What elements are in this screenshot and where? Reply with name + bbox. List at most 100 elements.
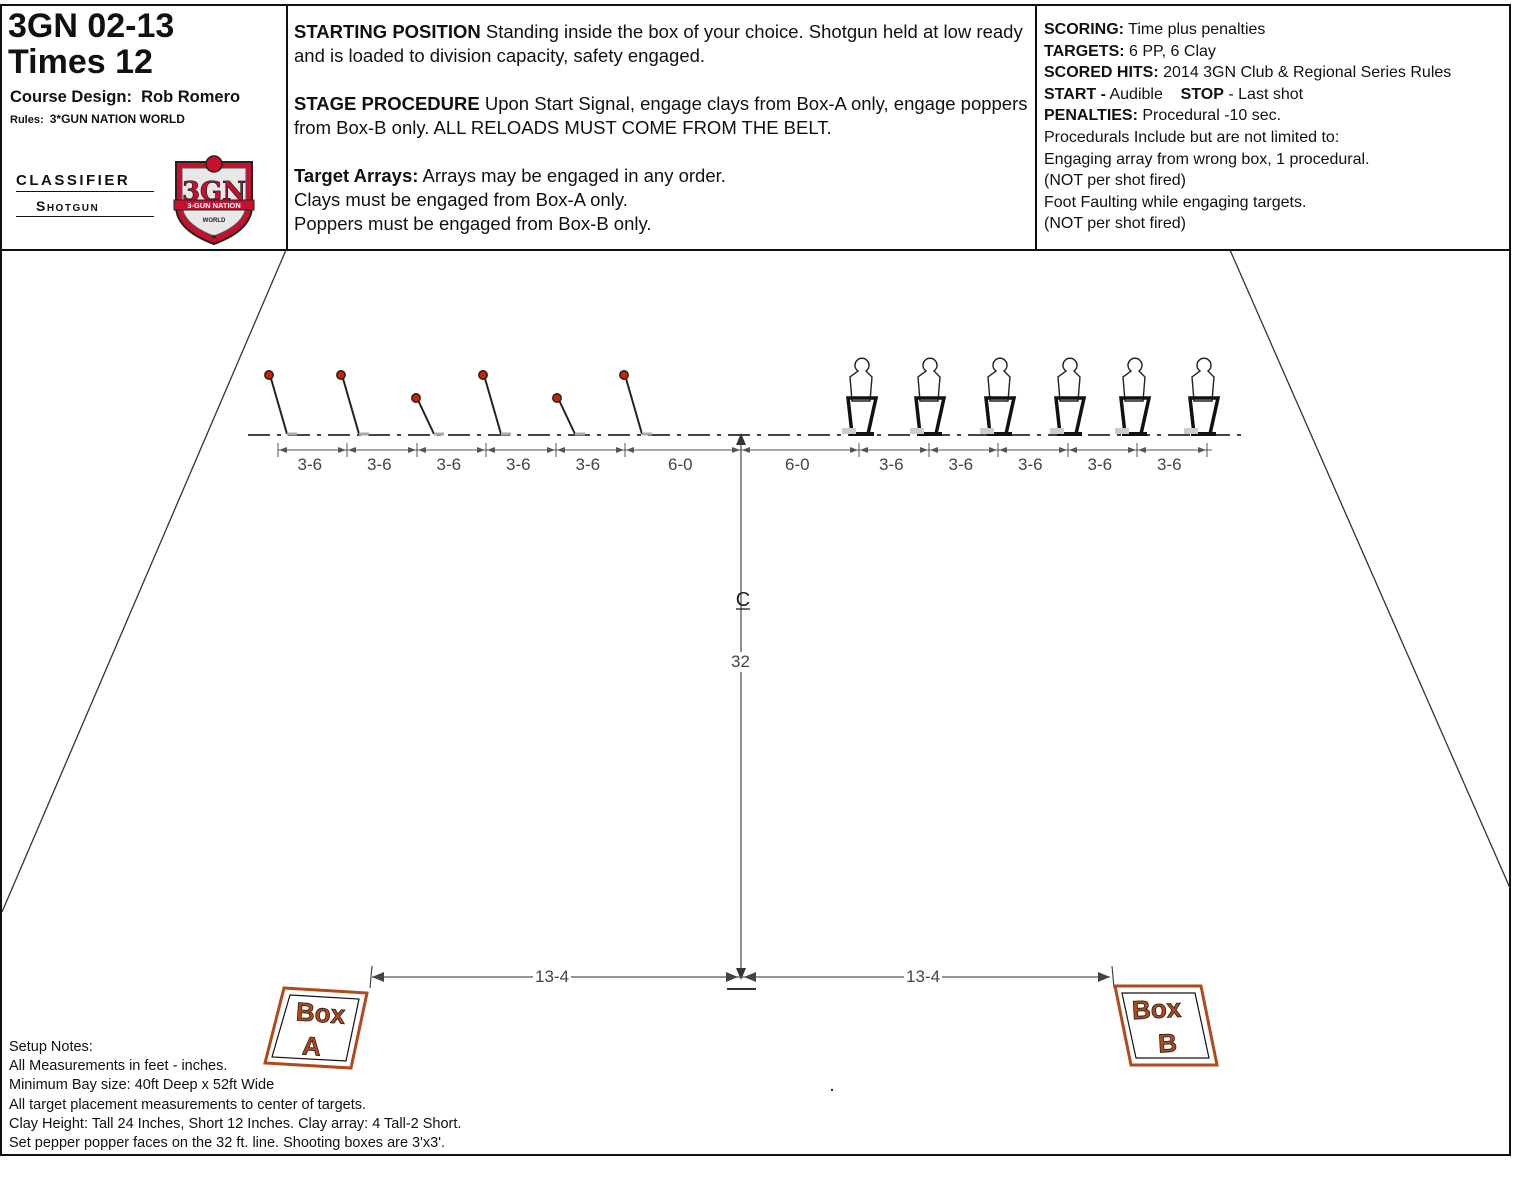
spacing-arrow-icon xyxy=(1128,447,1136,453)
clay-target xyxy=(552,393,585,436)
scoring-label: SCORING: xyxy=(1044,21,1124,38)
offset-arrow-right-icon xyxy=(1098,972,1110,982)
spacing-arrow-icon xyxy=(1069,447,1077,453)
rules-value: 3*GUN NATION WORLD xyxy=(49,112,185,126)
course-designer: Course Design: Rob Romero xyxy=(10,88,240,107)
offset-arrow-left-icon xyxy=(372,972,384,982)
setup-note: Minimum Bay size: 40ft Deep x 52ft Wide xyxy=(9,1077,275,1094)
scored-hits-label: SCORED HITS: xyxy=(1044,64,1159,82)
stage-procedure-text: STAGE PROCEDURE Upon Start Signal, engag… xyxy=(294,93,1028,138)
stage-sheet: 3GN 02-13 Times 12 Course Design: Rob Ro… xyxy=(0,4,1511,1156)
logo-world: WORLD xyxy=(203,218,226,224)
spacing-arrow-icon xyxy=(860,447,868,453)
pepper-popper-target xyxy=(980,357,1017,436)
clay-target xyxy=(411,393,444,436)
spacing-arrow-icon xyxy=(348,447,356,453)
depth-arrow-top-icon xyxy=(736,433,746,445)
procedural-line-1: Procedurals Include but are not limited … xyxy=(1044,128,1340,146)
spacing-label: 3-6 xyxy=(506,455,531,474)
poppers-rule: Poppers must be engaged from Box-B only. xyxy=(294,213,652,234)
designer-name: Rob Romero xyxy=(141,88,241,106)
pepper-popper-target xyxy=(910,357,947,436)
stage-id: 3GN 02-13 xyxy=(8,7,175,45)
setup-note: Set pepper popper faces on the 32 ft. li… xyxy=(9,1135,445,1151)
stage-procedure-label: STAGE PROCEDURE xyxy=(294,93,480,114)
spacing-arrow-icon xyxy=(487,447,495,453)
rules-label: Rules: xyxy=(10,114,44,126)
header-divider xyxy=(2,249,1509,251)
designer-label: Course Design: xyxy=(10,88,132,106)
stage-name: Times 12 xyxy=(8,43,153,81)
stage-title: 3GN 02-13 Times 12 xyxy=(8,8,174,80)
rules-line: Rules: 3*GUN NATION WORLD xyxy=(10,112,185,126)
spacing-label: 6-0 xyxy=(668,455,693,474)
setup-notes-heading: Setup Notes: xyxy=(9,1039,93,1055)
box-a-word: Box xyxy=(295,996,347,1029)
spacing-arrow-icon xyxy=(477,447,485,453)
stage-info-panel: 3GN 02-13 Times 12 Course Design: Rob Ro… xyxy=(2,6,288,251)
spacing-arrow-icon xyxy=(626,447,634,453)
popper-array xyxy=(842,357,1221,436)
offset-arrow-center-left-icon xyxy=(726,972,738,982)
clay-target xyxy=(336,370,369,436)
spacing-label: 3-6 xyxy=(879,455,904,474)
shooting-box-b: Box B xyxy=(1113,984,1219,1067)
box-b-letter: B xyxy=(1157,1028,1177,1059)
spacing-label: 3-6 xyxy=(436,455,462,474)
clay-target xyxy=(478,370,511,436)
scoring-details: SCORING: Time plus penalties TARGETS: 6 … xyxy=(1044,19,1509,235)
spacing-arrow-icon xyxy=(732,447,740,453)
stop-label: STOP xyxy=(1180,85,1224,103)
clay-target xyxy=(619,370,652,436)
spacing-arrow-icon xyxy=(920,447,928,453)
spacing-arrow-icon xyxy=(408,447,416,453)
spacing-ticks xyxy=(277,443,1208,457)
setup-note: All Measurements in feet - inches. xyxy=(9,1058,228,1075)
spacing-arrow-icon xyxy=(338,447,346,453)
spacing-arrow-icon xyxy=(547,447,555,453)
starting-position-label: STARTING POSITION xyxy=(294,21,481,42)
pepper-popper-target xyxy=(842,357,879,436)
clays-rule: Clays must be engaged from Box-A only. xyxy=(294,189,628,210)
spacing-arrow-icon xyxy=(557,447,565,453)
spacing-arrow-icon xyxy=(850,447,858,453)
3gn-logo-shield-icon: 3GN 3-GUN NATION WORLD xyxy=(173,155,255,246)
spacing-label: 3-6 xyxy=(1157,455,1182,474)
clay-array xyxy=(264,370,652,436)
spacing-label: 3-6 xyxy=(367,455,392,474)
depth-arrow-bottom-icon xyxy=(736,968,746,980)
spacing-label: 3-6 xyxy=(948,455,974,474)
classifier-word: CLASSIFIER xyxy=(16,172,131,189)
spacing-label: 3-6 xyxy=(575,455,601,474)
procedural-line-2: Engaging array from wrong box, 1 procedu… xyxy=(1044,150,1370,168)
spacing-label: 3-6 xyxy=(1018,455,1043,474)
setup-note: Clay Height: Tall 24 Inches, Short 12 In… xyxy=(9,1115,462,1132)
centerline-mark: C xyxy=(736,589,750,611)
starting-position-text: STARTING POSITION Standing inside the bo… xyxy=(294,21,1023,66)
spacing-arrow-icon xyxy=(279,447,287,453)
classifier-rule xyxy=(16,191,154,192)
division-word: Shotgun xyxy=(36,198,100,214)
spacing-arrow-icon xyxy=(616,447,624,453)
spacing-label: 3-6 xyxy=(297,455,323,474)
spacing-label: 6-0 xyxy=(785,455,810,474)
setup-note: All target placement measurements to cen… xyxy=(9,1096,367,1113)
box-a-offset-label: 13-4 xyxy=(533,967,572,987)
logo-text: 3-GUN NATION xyxy=(187,201,241,210)
target-arrays-text: Target Arrays: Arrays may be engaged in … xyxy=(294,165,726,234)
box-b-offset-label: 13-4 xyxy=(904,967,943,987)
spacing-label: 3-6 xyxy=(1087,455,1113,474)
procedural-line-3: (NOT per shot fired) xyxy=(1044,172,1186,190)
spacing-arrow-icon xyxy=(1059,447,1067,453)
spacing-arrow-icon xyxy=(989,447,997,453)
spacing-arrow-icon xyxy=(742,447,750,453)
pepper-popper-target xyxy=(1184,357,1221,436)
stray-dot xyxy=(830,1088,834,1092)
procedural-line-4: Foot Faulting while engaging targets. xyxy=(1044,193,1307,211)
offset-arrow-center-right-icon xyxy=(744,972,756,982)
box-a-letter: A xyxy=(301,1030,322,1061)
target-arrays-label: Target Arrays: xyxy=(294,165,419,186)
spacing-arrow-icon xyxy=(1138,447,1146,453)
scoring-panel: SCORING: Time plus penalties TARGETS: 6 … xyxy=(1037,6,1509,251)
